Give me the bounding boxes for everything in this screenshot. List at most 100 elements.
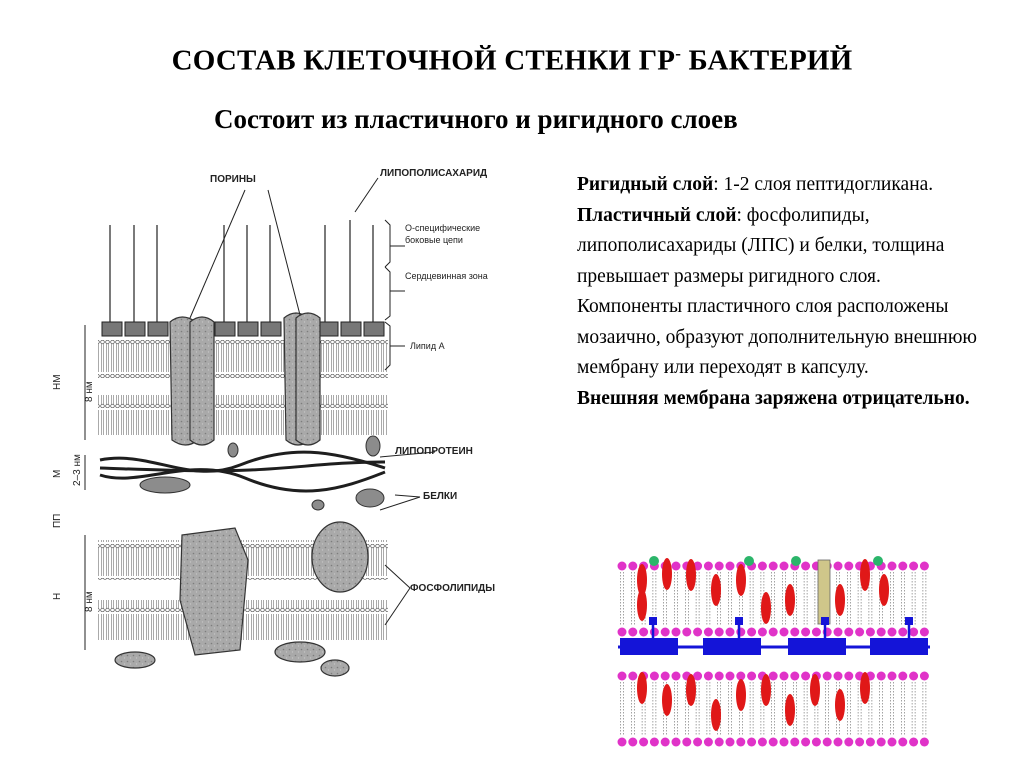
outer-lipid-head	[855, 627, 865, 637]
phospholipids-label: ФОСФОЛИПИДЫ	[410, 583, 496, 594]
lps-label: ЛИПОПОЛИСАХАРИД	[380, 168, 488, 179]
inner-lipid-head	[801, 671, 811, 681]
inner-lipid-head	[898, 671, 908, 681]
outer-lipid-head	[919, 561, 929, 571]
outer-lipid-head	[757, 561, 767, 571]
membrane-protein	[879, 574, 889, 606]
inner-lipid-head	[790, 737, 800, 747]
outer-lipid-head	[747, 627, 757, 637]
inner-lipid-head	[736, 671, 746, 681]
m-size: 2–3 нм	[72, 454, 83, 486]
membrane-protein	[711, 699, 721, 731]
outer-lipid-head	[898, 627, 908, 637]
outer-lipid-head	[833, 627, 843, 637]
inner-lipid-head	[833, 737, 843, 747]
outer-lipid-head	[660, 627, 670, 637]
inner-lipid-head	[649, 737, 659, 747]
inner-lipid-head	[628, 671, 638, 681]
outer-lipid-head	[790, 627, 800, 637]
outer-lipid-head	[768, 561, 778, 571]
o-side-chains	[109, 220, 374, 322]
inner-lipid-head	[811, 737, 821, 747]
outer-lipid-head	[682, 627, 692, 637]
core-label: Сердцевинная зона	[405, 271, 488, 281]
outer-lipid-head	[876, 627, 886, 637]
outer-lipid-head	[811, 627, 821, 637]
lps-core-boxes	[101, 321, 385, 337]
outer-lipid-head	[671, 627, 681, 637]
lipoproteins	[139, 435, 385, 511]
inner-lipid-head	[671, 737, 681, 747]
inner-lipid-head	[833, 671, 843, 681]
inner-lipid-head	[909, 737, 919, 747]
membrane-protein	[835, 584, 845, 616]
outer-lipid-head	[714, 561, 724, 571]
lps-marker	[791, 556, 801, 566]
outer-lipid-head	[909, 627, 919, 637]
charge-text: Внешняя мембрана заряжена отрицательно.	[577, 387, 970, 409]
inner-lipid-head	[703, 671, 713, 681]
outer-membrane-lower	[98, 395, 388, 435]
outer-lipid-head	[887, 627, 897, 637]
membrane-protein	[637, 589, 647, 621]
outer-lipid-head	[639, 627, 649, 637]
inner-lipid-head	[790, 671, 800, 681]
page-title: СОСТАВ КЛЕТОЧНОЙ СТЕНКИ ГР- БАКТЕРИЙ	[171, 44, 853, 77]
nm-label: НМ	[52, 374, 63, 390]
inner-lipid-head	[703, 737, 713, 747]
inner-lipid-head	[649, 671, 659, 681]
outer-lipid-head	[703, 561, 713, 571]
colored-bilayer-model	[617, 556, 930, 747]
outer-lipid-head	[909, 561, 919, 571]
lipoprotein-anchor	[905, 617, 913, 625]
outer-lipid-head	[768, 627, 778, 637]
description-text: Ригидный слой: 1-2 слоя пептидогликана. …	[577, 170, 997, 414]
inner-lipid-head	[876, 737, 886, 747]
inner-lipid-head	[725, 737, 735, 747]
rigid-layer-text: : 1-2 слоя пептидогликана.	[713, 174, 934, 195]
n-size: 8 нм	[84, 591, 95, 612]
inner-lipid-head	[747, 737, 757, 747]
inner-lipid-head	[822, 737, 832, 747]
inner-lipid-head	[714, 737, 724, 747]
outer-membrane-upper	[98, 338, 388, 378]
inner-lipid-head	[865, 737, 875, 747]
outer-lipid-head	[703, 627, 713, 637]
outer-lipid-head	[887, 561, 897, 571]
outer-lipid-head	[617, 627, 627, 637]
inner-lipid-head	[919, 671, 929, 681]
membrane-protein	[860, 559, 870, 591]
nm-size: 8 нм	[84, 381, 95, 402]
lps-marker	[649, 556, 659, 566]
peptidoglycan-block	[870, 638, 928, 655]
outer-lipid-head	[779, 627, 789, 637]
membrane-protein	[662, 558, 672, 590]
outer-lipid-head	[844, 561, 854, 571]
outer-lipid-head	[628, 627, 638, 637]
inner-lipid-head	[768, 737, 778, 747]
inner-lipid-head	[779, 671, 789, 681]
outer-lipid-head	[693, 627, 703, 637]
membrane-protein	[686, 559, 696, 591]
inner-lipid-head	[660, 671, 670, 681]
inner-lipid-head	[844, 671, 854, 681]
outer-lipid-head	[865, 627, 875, 637]
lipid-a-label: Липид А	[410, 341, 445, 351]
inner-membrane-proteins	[114, 521, 369, 677]
membrane-protein	[711, 574, 721, 606]
inner-lipid-head	[779, 737, 789, 747]
membrane-protein	[637, 564, 647, 596]
peptidoglycan-block	[788, 638, 846, 655]
inner-lipid-head	[671, 671, 681, 681]
outer-lipid-head	[628, 561, 638, 571]
outer-lipid-head	[725, 627, 735, 637]
rigid-layer-heading: Ригидный слой	[577, 174, 714, 195]
o-chains-label: О-специфические боковые цепи	[405, 223, 481, 245]
m-label: М	[52, 469, 63, 478]
membrane-protein	[785, 694, 795, 726]
inner-lipid-head	[693, 671, 703, 681]
inner-lipid-head	[909, 671, 919, 681]
membrane-protein	[761, 674, 771, 706]
outer-lipid-head	[919, 627, 929, 637]
